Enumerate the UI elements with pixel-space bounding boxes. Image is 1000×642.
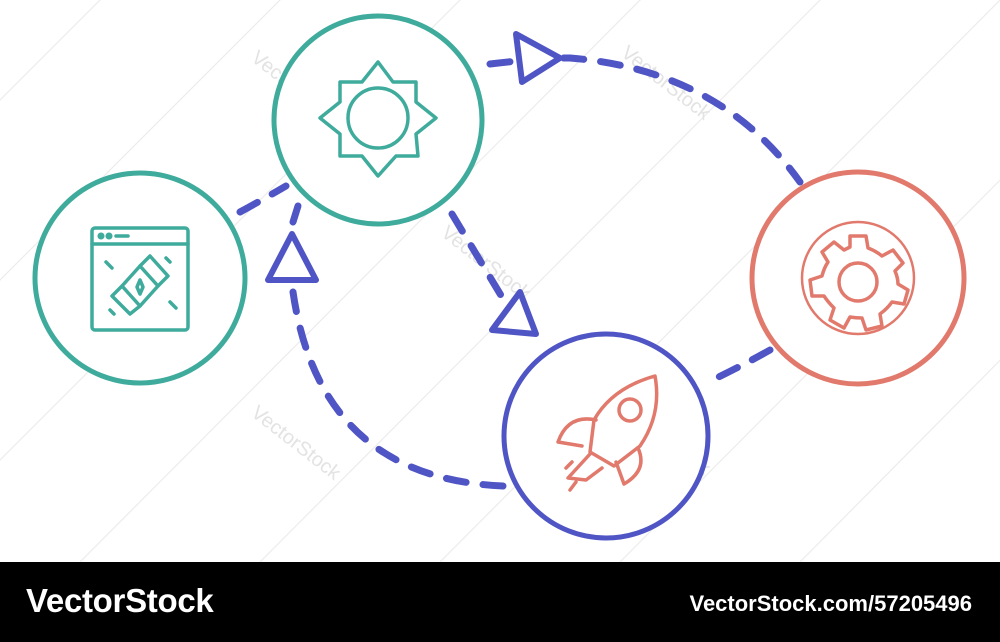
browser-window-with-diamond-icon: [90, 226, 190, 332]
arrowhead-down: [489, 289, 539, 337]
connector-gear-to-rocket: [704, 346, 774, 386]
connector-sun-stub: [289, 202, 302, 226]
sun-icon: [318, 60, 438, 178]
footer-bar: VectorStock VectorStock.com/57205496: [0, 562, 1000, 642]
connector-browser-to-sun: [236, 182, 290, 216]
connector-rocket-to-sun: [289, 288, 507, 490]
image-reference: VectorStock.com/57205496: [689, 591, 972, 616]
rocket-icon: [556, 374, 659, 492]
node-rocket: [501, 331, 711, 541]
node-gear: [749, 169, 967, 387]
node-sun: [271, 13, 485, 227]
diagram-svg: VectorStock VectorStock VectorStock Vect…: [0, 0, 1000, 563]
node-browser-window: [32, 170, 248, 386]
watermark-text: VectorStock: [247, 402, 345, 486]
connector-sun-to-rocket: [448, 210, 509, 306]
watermark-text: VectorStock: [617, 42, 715, 126]
gear-icon: [800, 220, 916, 336]
brand-logo-text: VectorStock: [26, 582, 214, 619]
arrowhead-right: [513, 31, 563, 85]
arrowhead-up: [265, 231, 319, 283]
arrowheads: [265, 31, 563, 337]
